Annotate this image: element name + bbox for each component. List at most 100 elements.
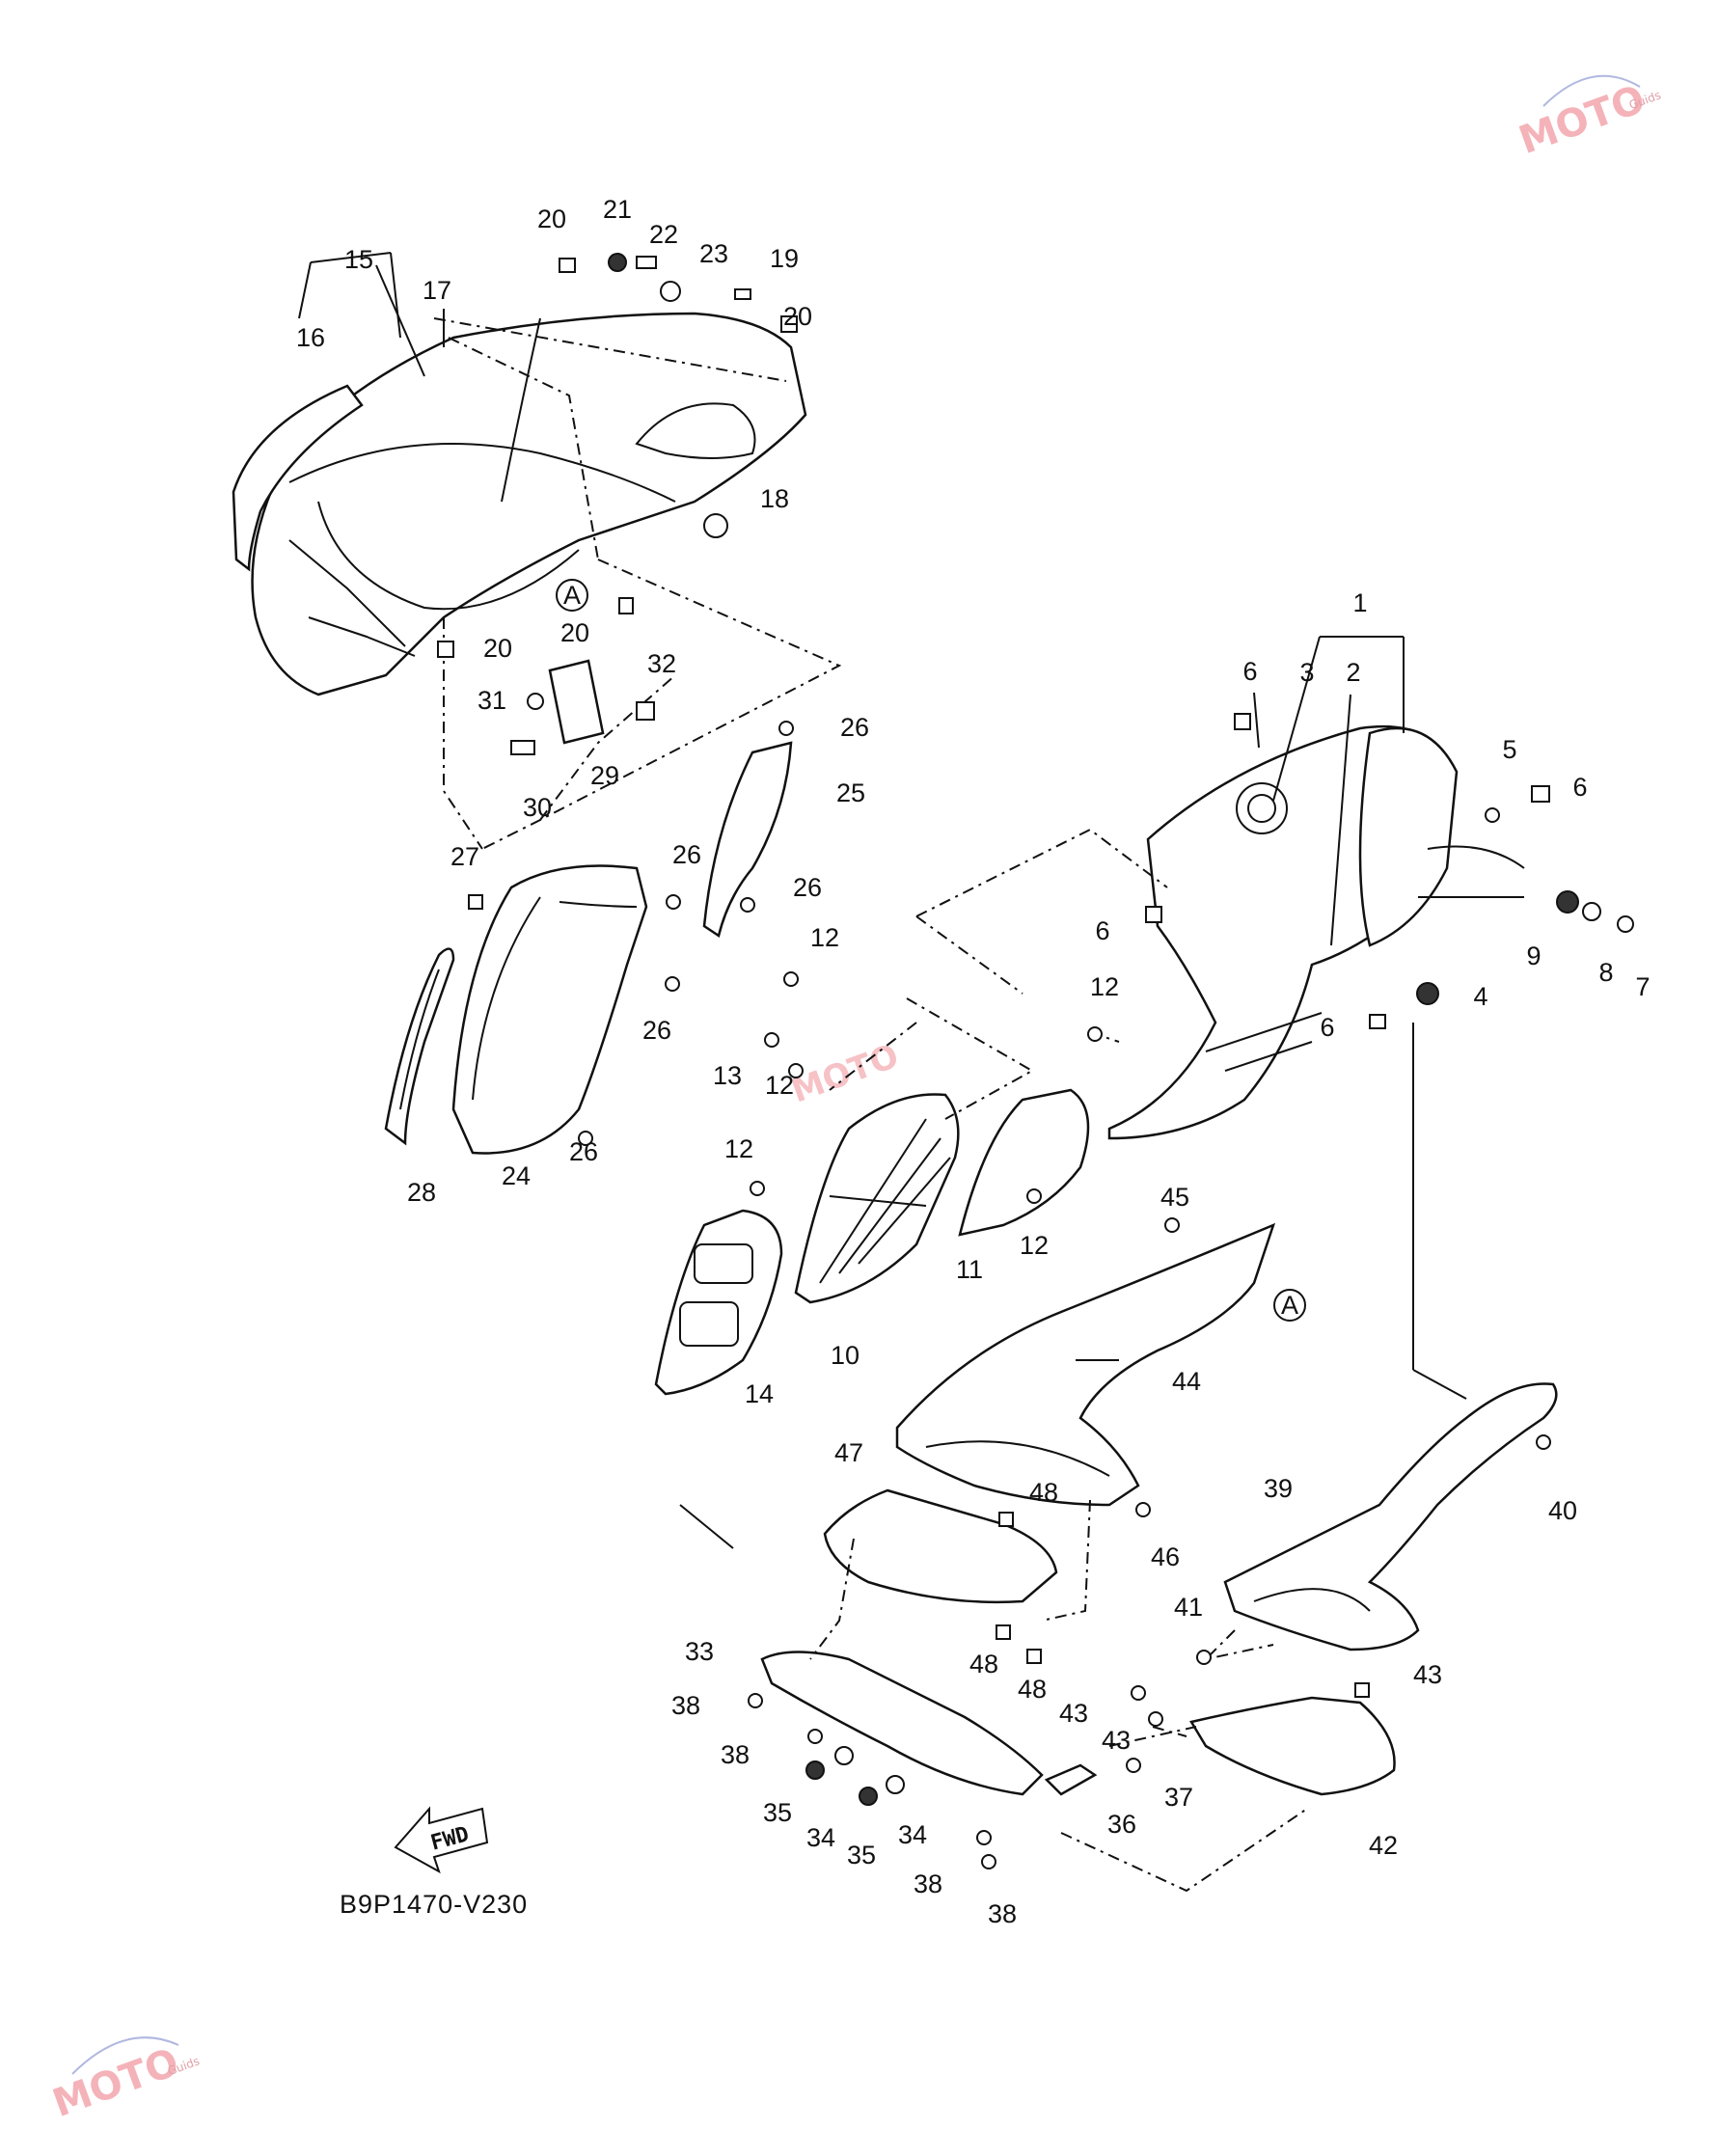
- part-tank-cover-1: [1107, 724, 1525, 1140]
- callout-14: 14: [745, 1379, 774, 1408]
- callout-27: 27: [450, 842, 479, 871]
- watermark-brand-center: MOTO: [786, 1037, 904, 1111]
- callout-47: 47: [834, 1438, 863, 1467]
- part-cover-44: [895, 1222, 1276, 1507]
- part-mesh-duct-10: [794, 1093, 960, 1304]
- callout-6-d: 6: [1320, 1013, 1334, 1042]
- diagram-code: B9P1470-V230: [340, 1890, 528, 1919]
- callout-12-a: 12: [810, 923, 839, 952]
- callout-16: 16: [296, 323, 325, 352]
- part-side-cover-24: [451, 864, 648, 1155]
- part-front-cowling: [251, 312, 807, 696]
- watermark-top-right: MOTO Guids: [1514, 74, 1663, 163]
- ref-a-upper: A: [556, 579, 588, 612]
- part-panel-11: [958, 1088, 1090, 1237]
- callout-44: 44: [1172, 1367, 1201, 1396]
- callout-31: 31: [478, 686, 506, 715]
- callout-15: 15: [344, 245, 373, 274]
- watermark-center: MOTO: [786, 1037, 904, 1111]
- callout-26-e: 26: [569, 1137, 598, 1166]
- callout-26-a: 26: [840, 713, 869, 742]
- callout-20-c: 20: [560, 618, 589, 647]
- callout-26-b: 26: [672, 840, 701, 869]
- callout-7: 7: [1635, 972, 1650, 1001]
- callout-48-b: 48: [969, 1650, 998, 1678]
- callout-33: 33: [685, 1637, 714, 1666]
- watermark-brand-bottom: MOTO: [47, 2040, 185, 2126]
- callout-34-b: 34: [898, 1820, 927, 1849]
- callout-36: 36: [1107, 1810, 1136, 1839]
- leader: [433, 317, 787, 382]
- hardware-mid-left: [468, 721, 794, 1146]
- callout-6-b: 6: [1572, 773, 1587, 802]
- callout-35-a: 35: [763, 1798, 792, 1827]
- part-undercover-33: [760, 1651, 1044, 1796]
- part-panel-47: [823, 1488, 1058, 1604]
- callout-18: 18: [760, 484, 789, 513]
- hardware-lower: [748, 1217, 1551, 1869]
- callout-38-d: 38: [988, 1899, 1017, 1928]
- callout-20-b: 20: [783, 302, 812, 331]
- hardware-right: [1145, 713, 1634, 1029]
- part-undercover-42: [1189, 1696, 1396, 1796]
- callout-37: 37: [1164, 1783, 1193, 1812]
- callout-48-a: 48: [1029, 1478, 1058, 1507]
- hardware-upper: [437, 253, 798, 755]
- callout-21: 21: [603, 195, 632, 224]
- callout-20-d: 20: [483, 634, 512, 663]
- callouts: 1 2 3 4 5 6 6 6 6 7 8 9 10 11 12 12 12 1…: [296, 195, 1651, 1928]
- callout-4: 4: [1473, 982, 1487, 1011]
- part-panel-25: [702, 741, 793, 939]
- callout-25: 25: [836, 778, 865, 807]
- part-garnish-16: [232, 384, 364, 572]
- callout-28: 28: [407, 1178, 436, 1207]
- watermark-brand-top: MOTO: [1514, 77, 1651, 163]
- ref-a-lower: A: [1273, 1289, 1306, 1322]
- callout-8: 8: [1598, 958, 1613, 987]
- callout-9: 9: [1526, 942, 1541, 970]
- callout-23: 23: [699, 239, 728, 268]
- callout-11: 11: [956, 1255, 983, 1284]
- callout-12-e: 12: [1020, 1231, 1049, 1260]
- callout-48-c: 48: [1018, 1675, 1047, 1704]
- watermark-bottom-left: MOTO Guids: [47, 2036, 202, 2126]
- callout-12-b: 12: [1090, 972, 1119, 1001]
- callout-38-b: 38: [721, 1740, 750, 1769]
- callout-45: 45: [1160, 1183, 1189, 1212]
- callout-5: 5: [1502, 735, 1516, 764]
- callout-40: 40: [1548, 1496, 1577, 1525]
- callout-6-c: 6: [1095, 916, 1109, 945]
- callout-3: 3: [1299, 658, 1314, 687]
- callout-12-d: 12: [724, 1134, 753, 1163]
- callout-43-a: 43: [1059, 1699, 1088, 1728]
- callout-41: 41: [1174, 1593, 1203, 1622]
- callout-32: 32: [647, 649, 676, 678]
- ref-a-lower-label: A: [1281, 1291, 1298, 1320]
- callout-30: 30: [523, 793, 552, 822]
- callout-17: 17: [423, 276, 451, 305]
- callout-35-b: 35: [847, 1841, 876, 1869]
- callout-43-b: 43: [1102, 1726, 1131, 1755]
- callout-42: 42: [1369, 1831, 1398, 1860]
- callout-43-c: 43: [1413, 1660, 1442, 1689]
- hardware-center: [750, 971, 1103, 1204]
- callout-38-a: 38: [671, 1691, 700, 1720]
- callout-46: 46: [1151, 1542, 1180, 1571]
- fwd-arrow: FWD: [394, 1806, 489, 1874]
- callout-20-a: 20: [537, 205, 566, 233]
- callout-38-c: 38: [914, 1869, 942, 1898]
- ref-a-upper-label: A: [563, 581, 581, 610]
- part-frame-14: [654, 1209, 783, 1396]
- part-panel-28: [384, 947, 455, 1146]
- callout-24: 24: [502, 1161, 531, 1190]
- callout-2: 2: [1346, 658, 1360, 687]
- callout-26-d: 26: [642, 1016, 671, 1045]
- callout-19: 19: [770, 244, 799, 273]
- part-cover-39: [1223, 1382, 1558, 1651]
- callout-39: 39: [1264, 1474, 1293, 1503]
- callout-26-c: 26: [793, 873, 822, 902]
- callout-22: 22: [649, 220, 678, 249]
- callout-6-a: 6: [1242, 657, 1257, 686]
- callout-10: 10: [831, 1341, 860, 1370]
